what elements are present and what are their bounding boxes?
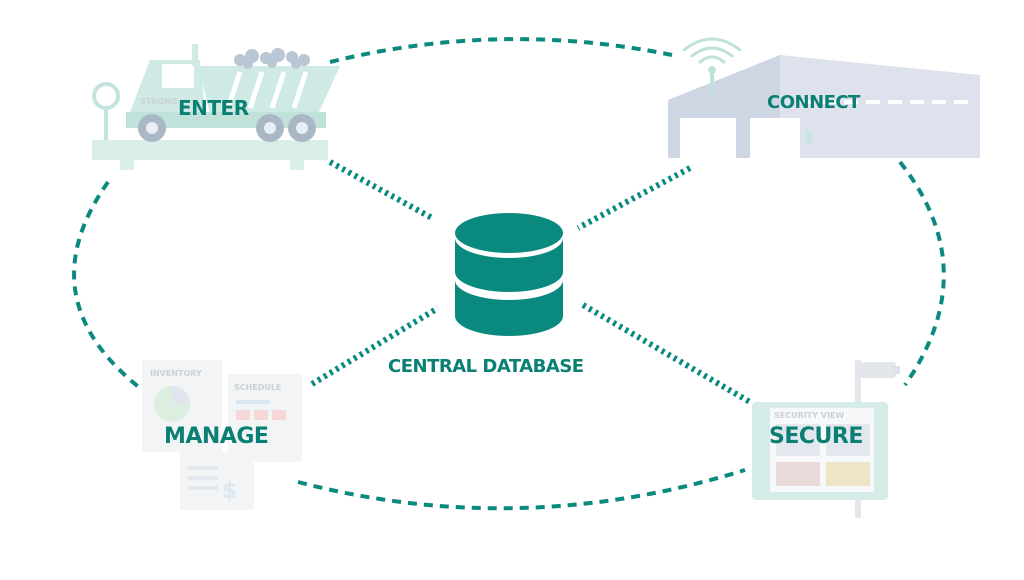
- spoke-secure: [581, 302, 752, 405]
- spoke-connect: [576, 165, 692, 231]
- spokes: [310, 159, 752, 405]
- outer-ring: [72, 37, 946, 511]
- ring-segment-top: [329, 37, 673, 64]
- truck-brand-text: STRONG: [140, 97, 177, 106]
- spoke-enter: [328, 159, 434, 221]
- database-icon: [455, 213, 563, 336]
- documents-icon: INVENTORY SCHEDULE $: [142, 360, 302, 510]
- ring-segment-right: [898, 160, 946, 387]
- svg-text:$: $: [222, 479, 237, 504]
- node-label-connect: CONNECT: [767, 92, 860, 113]
- ring-segment-bottom: [297, 468, 746, 511]
- security-icon: SECURITY VIEW: [752, 360, 900, 518]
- security-view-text: SECURITY VIEW: [774, 411, 844, 420]
- node-label-manage: MANAGE: [164, 424, 269, 449]
- ring-segment-left: [72, 180, 147, 394]
- node-label-central-database: CENTRAL DATABASE: [388, 356, 584, 377]
- node-label-enter: ENTER: [178, 96, 249, 120]
- warehouse-icon: [668, 37, 980, 158]
- inventory-text: INVENTORY: [150, 369, 202, 378]
- truck-icon: STRONG: [92, 44, 340, 170]
- node-label-secure: SECURE: [769, 424, 863, 449]
- schedule-text: SCHEDULE: [234, 383, 282, 392]
